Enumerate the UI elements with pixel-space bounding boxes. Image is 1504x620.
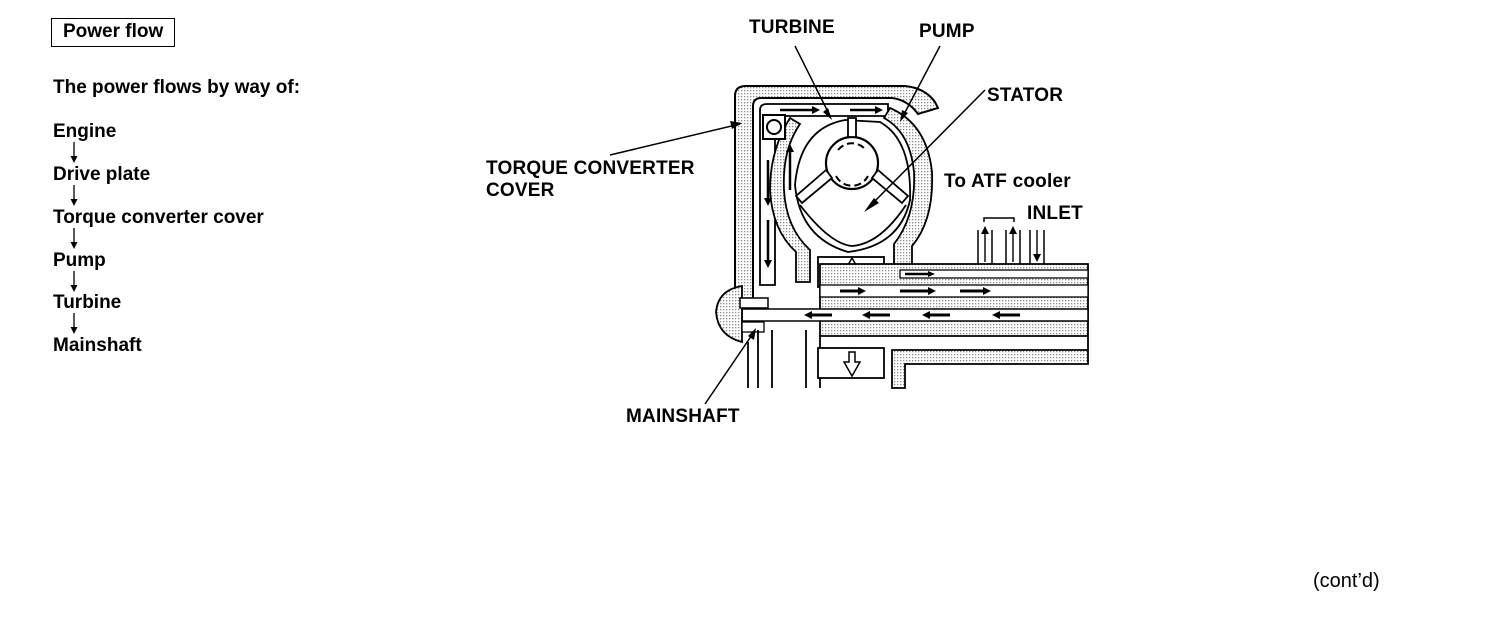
down-arrow-icon [70,228,78,249]
label-stator: STATOR [987,85,1064,106]
flow-step-mainshaft: Mainshaft [53,335,142,356]
turbine-shell [769,116,811,283]
flow-step-engine: Engine [53,121,117,142]
flow-step-torque-converter-cover: Torque converter cover [53,207,264,228]
label-mainshaft: MAINSHAFT [626,406,740,427]
flow-step-pump: Pump [53,250,106,271]
label-pump: PUMP [919,21,975,42]
continued-marker: (cont’d) [1313,570,1380,592]
label-to-atf-cooler: To ATF cooler [944,171,1071,192]
mainshaft-hub [715,284,743,344]
intro-text: The power flows by way of: [53,77,301,98]
stator-core [824,135,880,191]
torque-converter-cover [734,85,940,301]
label-torque-converter-cover-1: TORQUE CONVERTER [486,158,695,179]
down-arrow-icon [70,271,78,292]
section-title: Power flow [51,18,176,47]
label-torque-converter-cover-2: COVER [486,180,555,201]
label-inlet: INLET [1027,203,1083,224]
down-arrow-icon [70,142,78,163]
flow-step-turbine: Turbine [53,292,122,313]
down-arrow-icon [70,185,78,206]
down-arrow-icon [70,313,78,334]
flow-step-drive-plate: Drive plate [53,164,151,185]
label-turbine: TURBINE [749,17,835,38]
